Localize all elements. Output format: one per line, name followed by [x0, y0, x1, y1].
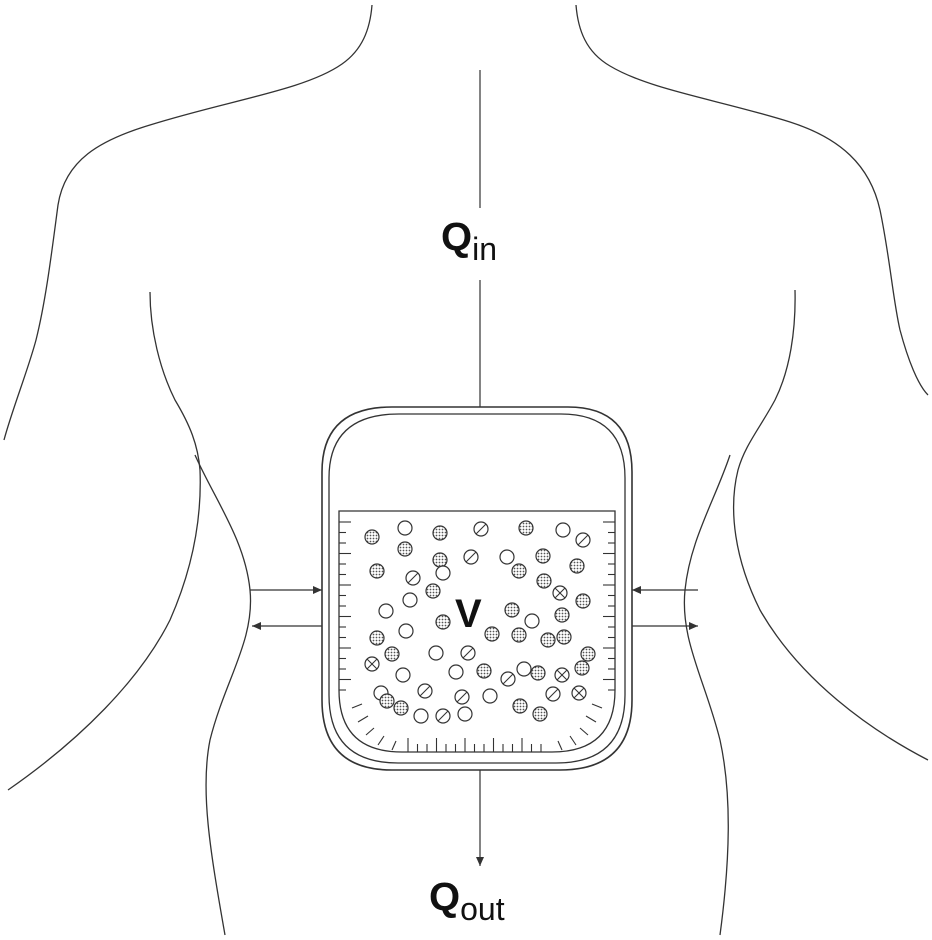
inflow-label: Qin: [441, 215, 497, 267]
particle: [403, 593, 417, 607]
particle: [406, 571, 420, 585]
particle: [513, 699, 527, 713]
particle: [555, 668, 569, 682]
particle: [483, 689, 497, 703]
particle: [380, 694, 394, 708]
particle: [537, 574, 551, 588]
torso-left-arm-inner: [8, 292, 200, 790]
particle: [365, 657, 379, 671]
particle: [531, 666, 545, 680]
particle: [512, 564, 526, 578]
particle: [533, 707, 547, 721]
particle: [433, 553, 447, 567]
particle: [379, 604, 393, 618]
particle: [436, 566, 450, 580]
particle: [396, 668, 410, 682]
particle: [555, 608, 569, 622]
particle: [458, 707, 472, 721]
particle: [426, 584, 440, 598]
torso-left-waist: [195, 455, 251, 935]
outflow-label: Qout: [429, 875, 505, 927]
particle: [365, 530, 379, 544]
particle: [556, 523, 570, 537]
particle: [525, 614, 539, 628]
particle: [576, 594, 590, 608]
particle: [461, 646, 475, 660]
particle: [536, 549, 550, 563]
particle: [500, 550, 514, 564]
particle: [433, 526, 447, 540]
particle: [576, 533, 590, 547]
particle: [414, 709, 428, 723]
particle: [429, 646, 443, 660]
particle: [581, 647, 595, 661]
particle: [398, 521, 412, 535]
particle: [517, 662, 531, 676]
particle: [541, 633, 555, 647]
particle: [477, 664, 491, 678]
particle: [455, 690, 469, 704]
particle: [394, 701, 408, 715]
torso-neck-left: [4, 5, 372, 440]
volume-label: V: [455, 592, 482, 636]
particle: [398, 542, 412, 556]
particle: [464, 550, 478, 564]
particle: [501, 672, 515, 686]
particle: [399, 624, 413, 638]
particle: [557, 630, 571, 644]
particle: [546, 687, 560, 701]
particle: [474, 522, 488, 536]
particle: [512, 628, 526, 642]
particle: [519, 521, 533, 535]
torso-neck-right: [576, 5, 928, 395]
particle: [572, 686, 586, 700]
particle: [575, 661, 589, 675]
particle: [449, 665, 463, 679]
torso-right-arm-inner: [734, 290, 928, 760]
container: [322, 407, 632, 770]
particle: [570, 559, 584, 573]
particle: [370, 564, 384, 578]
particle: [436, 615, 450, 629]
particle: [505, 603, 519, 617]
particle: [370, 631, 384, 645]
particle: [436, 709, 450, 723]
particle: [553, 586, 567, 600]
particle: [418, 684, 432, 698]
torso-right-waist: [684, 455, 730, 935]
particle: [485, 627, 499, 641]
particle: [385, 647, 399, 661]
